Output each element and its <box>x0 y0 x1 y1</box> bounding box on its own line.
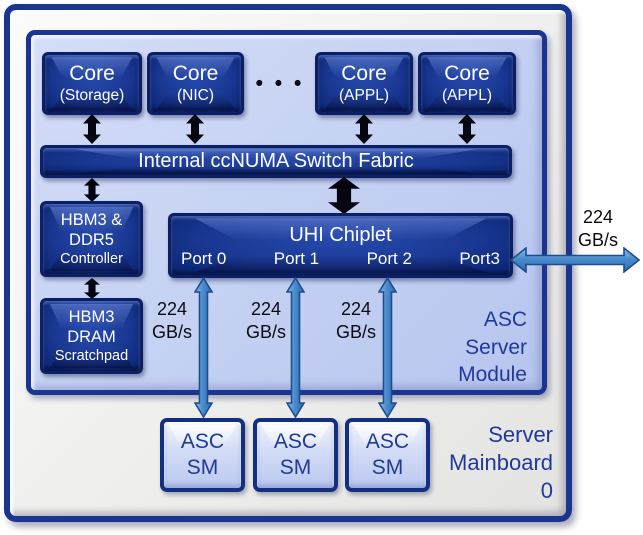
hbm-dram-line1: HBM3 <box>68 307 115 326</box>
bandwidth-unit: GB/s <box>335 321 376 342</box>
port-0-label: Port 0 <box>181 249 227 268</box>
bandwidth-value: 224 <box>340 299 372 319</box>
mainboard-label-line3: 0 <box>540 478 553 503</box>
arrow-hbm-dram-icon <box>84 278 100 299</box>
port-3-label: Port3 <box>459 249 500 268</box>
bandwidth-value: 224 <box>582 207 614 227</box>
arrow-core-storage-fabric-icon <box>83 114 101 144</box>
core-appl1-type: (APPL) <box>339 87 389 104</box>
ellipsis-dots: • • • <box>255 72 305 95</box>
arrow-port2-ascsm-icon <box>378 277 397 418</box>
asc-sm1-line1: ASC <box>180 430 225 453</box>
mainboard-label-line2: Mainboard <box>449 450 553 475</box>
asc-sm-box-2: ASC SM <box>253 418 338 492</box>
hbm-dram-line2: DRAM <box>67 327 116 346</box>
bandwidth-label-port1: 224 GB/s <box>236 298 296 343</box>
core-nic-type: (NIC) <box>176 87 215 104</box>
arrow-core-appl2-fabric-icon <box>458 114 476 144</box>
module-label-line1: ASC <box>483 308 527 331</box>
switch-fabric-label: Internal ccNUMA Switch Fabric <box>138 150 414 172</box>
arrow-fabric-hbm-icon <box>84 178 100 202</box>
asc-sm1-line2: SM <box>186 456 219 479</box>
asc-server-module-label: ASC Server Module <box>400 306 527 389</box>
core-storage-type: (Storage) <box>59 87 125 104</box>
core-storage-name: Core <box>69 62 115 85</box>
core-appl2-name: Core <box>444 62 490 85</box>
bandwidth-unit: GB/s <box>245 321 286 342</box>
server-mainboard-label: Server Mainboard 0 <box>400 421 553 505</box>
hbm-controller-line1: HBM3 & <box>60 210 123 229</box>
arrow-port1-ascsm-icon <box>286 277 305 418</box>
bandwidth-label-port0: 224 GB/s <box>142 298 202 343</box>
bandwidth-value: 224 <box>250 299 282 319</box>
asc-sm3-line1: ASC <box>365 430 410 453</box>
arrow-core-nic-fabric-icon <box>186 114 204 144</box>
uhi-port-row: Port 0 Port 1 Port 2 Port3 <box>171 247 510 269</box>
mainboard-label-line1: Server <box>488 422 553 447</box>
core-appl-box-2: Core (APPL) <box>418 52 516 115</box>
arrow-fabric-chiplet-icon <box>328 177 360 214</box>
bandwidth-unit: GB/s <box>151 321 192 342</box>
core-appl2-type: (APPL) <box>442 87 492 104</box>
core-appl-box-1: Core (APPL) <box>315 52 413 115</box>
asc-sm-box-1: ASC SM <box>160 418 245 492</box>
bandwidth-value: 224 <box>156 299 188 319</box>
core-nic-name: Core <box>172 62 219 85</box>
asc-sm-box-3: ASC SM <box>345 418 430 492</box>
module-label-line2: Server <box>465 335 527 359</box>
bandwidth-unit: GB/s <box>577 229 618 250</box>
arrow-core-appl1-fabric-icon <box>355 114 373 144</box>
hbm-dram-scratchpad-box: HBM3 DRAM Scratchpad <box>40 298 143 374</box>
port-1-label: Port 1 <box>273 249 320 268</box>
bandwidth-label-port2: 224 GB/s <box>326 298 386 343</box>
port-2-label: Port 2 <box>366 249 412 268</box>
hbm-dram-line3: Scratchpad <box>54 347 129 364</box>
asc-sm2-line1: ASC <box>273 430 318 453</box>
core-nic-box: Core (NIC) <box>147 52 244 115</box>
arrow-port3-external-icon <box>510 247 640 273</box>
asc-sm2-line2: SM <box>279 456 312 479</box>
hbm-controller-line2: DDR5 <box>69 230 114 249</box>
hbm-ddr5-controller-box: HBM3 & DDR5 Controller <box>40 201 143 277</box>
module-label-line3: Module <box>458 363 527 386</box>
core-storage-box: Core (Storage) <box>42 52 142 115</box>
switch-fabric-bar: Internal ccNUMA Switch Fabric <box>40 145 512 178</box>
core-appl1-name: Core <box>341 62 387 85</box>
hbm-controller-line3: Controller <box>60 250 123 267</box>
uhi-chiplet-box: UHI Chiplet Port 0 Port 1 Port 2 Port3 <box>168 213 513 278</box>
arrow-port0-ascsm-icon <box>194 277 213 418</box>
uhi-chiplet-title: UHI Chiplet <box>289 224 392 246</box>
asc-sm3-line2: SM <box>371 456 404 479</box>
bandwidth-label-port3: 224 GB/s <box>568 206 628 251</box>
